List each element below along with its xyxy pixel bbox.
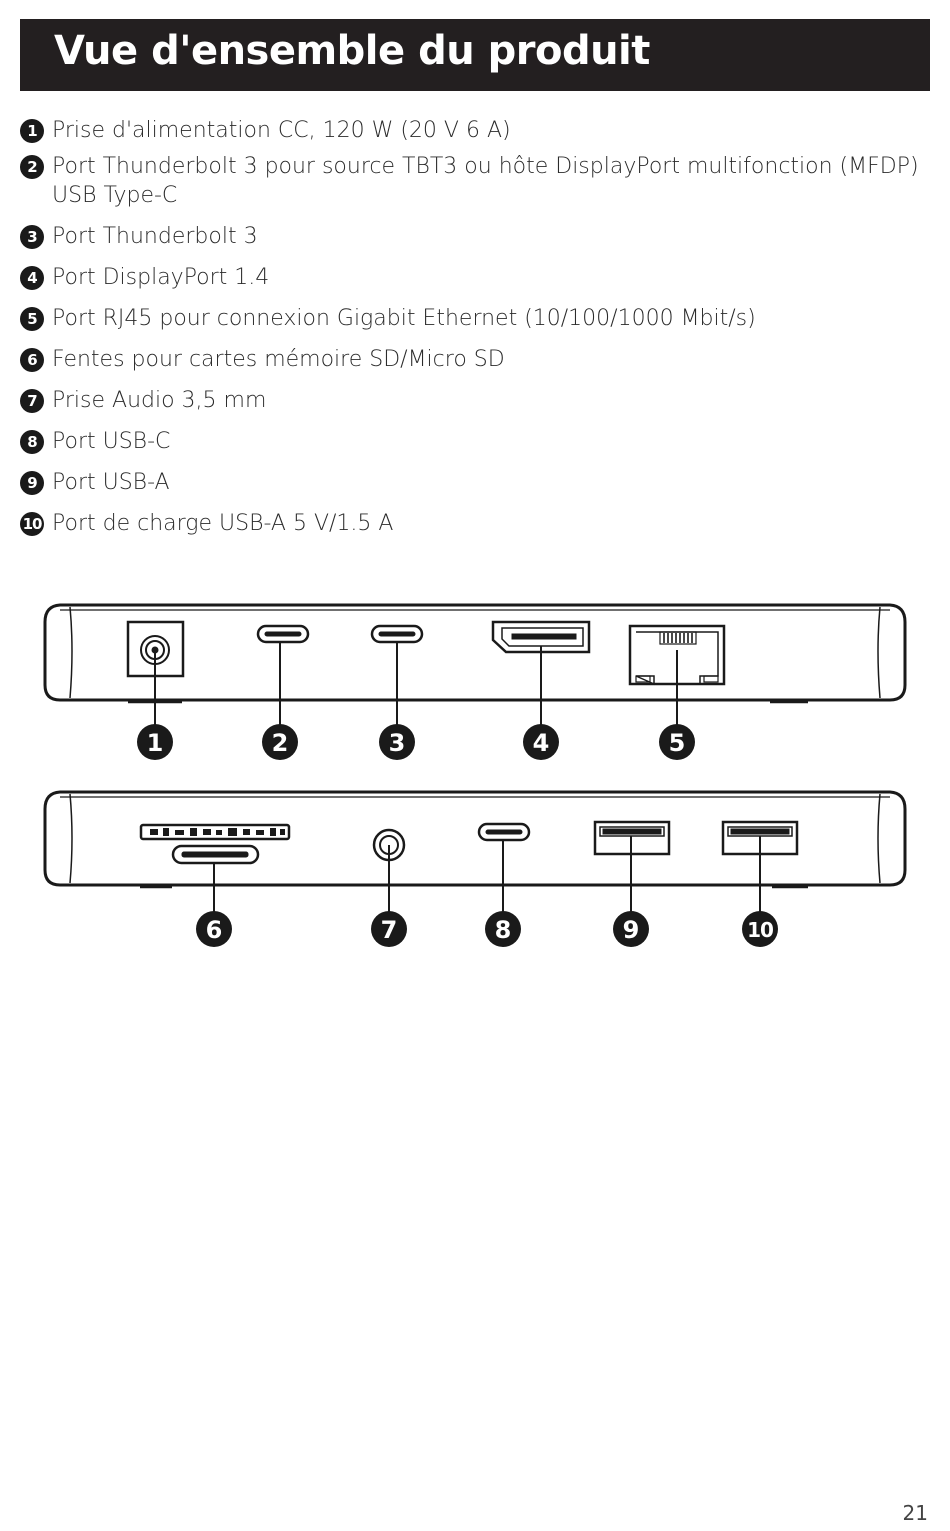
callout-number: 6 [206,916,223,944]
callout-number: 7 [381,916,398,944]
feature-number-badge: 8 [20,430,44,454]
callout-number: 9 [623,916,640,944]
usb-c-port-icon [477,822,531,842]
callout-number: 10 [747,918,773,942]
feature-number-badge: 5 [20,307,44,331]
feature-text: Port USB-A [52,470,170,495]
feature-text: Port Thunderbolt 3 pour source TBT3 ou h… [52,154,919,208]
feature-number-badge: 3 [20,225,44,249]
callout-badge-7: 7 [371,911,407,947]
callout-badge-9: 9 [613,911,649,947]
feature-number-badge: 1 [20,119,44,143]
callout-badge-4: 4 [523,724,559,760]
dock-front-panel [43,603,907,704]
feature-number-badge: 10 [20,512,44,536]
callout-number: 3 [389,729,406,757]
feature-text: Port DisplayPort 1.4 [52,265,270,290]
feature-number-badge: 6 [20,348,44,372]
thunderbolt-port-icon [370,624,424,644]
feature-item-2: 2 Port Thunderbolt 3 pour source TBT3 ou… [20,152,922,210]
callout-leaders-bottom [213,836,761,912]
feature-number-badge: 2 [20,155,44,179]
callout-number: 4 [533,729,550,757]
dock-rear-panel [43,790,907,889]
page-title: Vue d'ensemble du produit [54,28,650,74]
page-number: 21 [902,1501,928,1525]
callout-badge-5: 5 [659,724,695,760]
feature-item-3: 3 Port Thunderbolt 3 [20,222,922,251]
thunderbolt-port-icon [256,624,310,644]
feature-item-1: 1 Prise d'alimentation CC, 120 W (20 V 6… [20,116,922,145]
callout-badge-2: 2 [262,724,298,760]
callout-badge-10: 10 [742,911,778,947]
feature-text: Prise d'alimentation CC, 120 W (20 V 6 A… [52,118,511,143]
feature-number-badge: 4 [20,266,44,290]
callout-number: 8 [495,916,512,944]
callout-badge-6: 6 [196,911,232,947]
feature-item-6: 6 Fentes pour cartes mémoire SD/Micro SD [20,345,922,374]
callout-badge-3: 3 [379,724,415,760]
sd-card-slot-icon [139,823,291,865]
callout-badge-8: 8 [485,911,521,947]
page-header: Vue d'ensemble du produit [20,19,930,91]
feature-text: Port RJ45 pour connexion Gigabit Etherne… [52,306,756,331]
feature-item-7: 7 Prise Audio 3,5 mm [20,386,922,415]
feature-text: Prise Audio 3,5 mm [52,388,267,413]
feature-item-9: 9 Port USB-A [20,468,922,497]
feature-item-8: 8 Port USB-C [20,427,922,456]
feature-text: Fentes pour cartes mémoire SD/Micro SD [52,347,505,372]
feature-text: Port de charge USB-A 5 V/1.5 A [52,511,394,536]
feature-text: Port Thunderbolt 3 [52,224,258,249]
feature-number-badge: 9 [20,471,44,495]
displayport-icon [491,620,591,654]
callout-leaders-top [154,642,678,725]
callout-badge-1: 1 [137,724,173,760]
product-diagram: 1 2 3 4 5 [43,603,907,947]
feature-text: Port USB-C [52,429,171,454]
callout-number: 2 [272,729,289,757]
callout-number: 1 [147,729,164,757]
feature-item-4: 4 Port DisplayPort 1.4 [20,263,922,292]
feature-number-badge: 7 [20,389,44,413]
feature-item-5: 5 Port RJ45 pour connexion Gigabit Ether… [20,304,922,333]
feature-item-10: 10 Port de charge USB-A 5 V/1.5 A [20,509,922,538]
callout-number: 5 [669,729,686,757]
